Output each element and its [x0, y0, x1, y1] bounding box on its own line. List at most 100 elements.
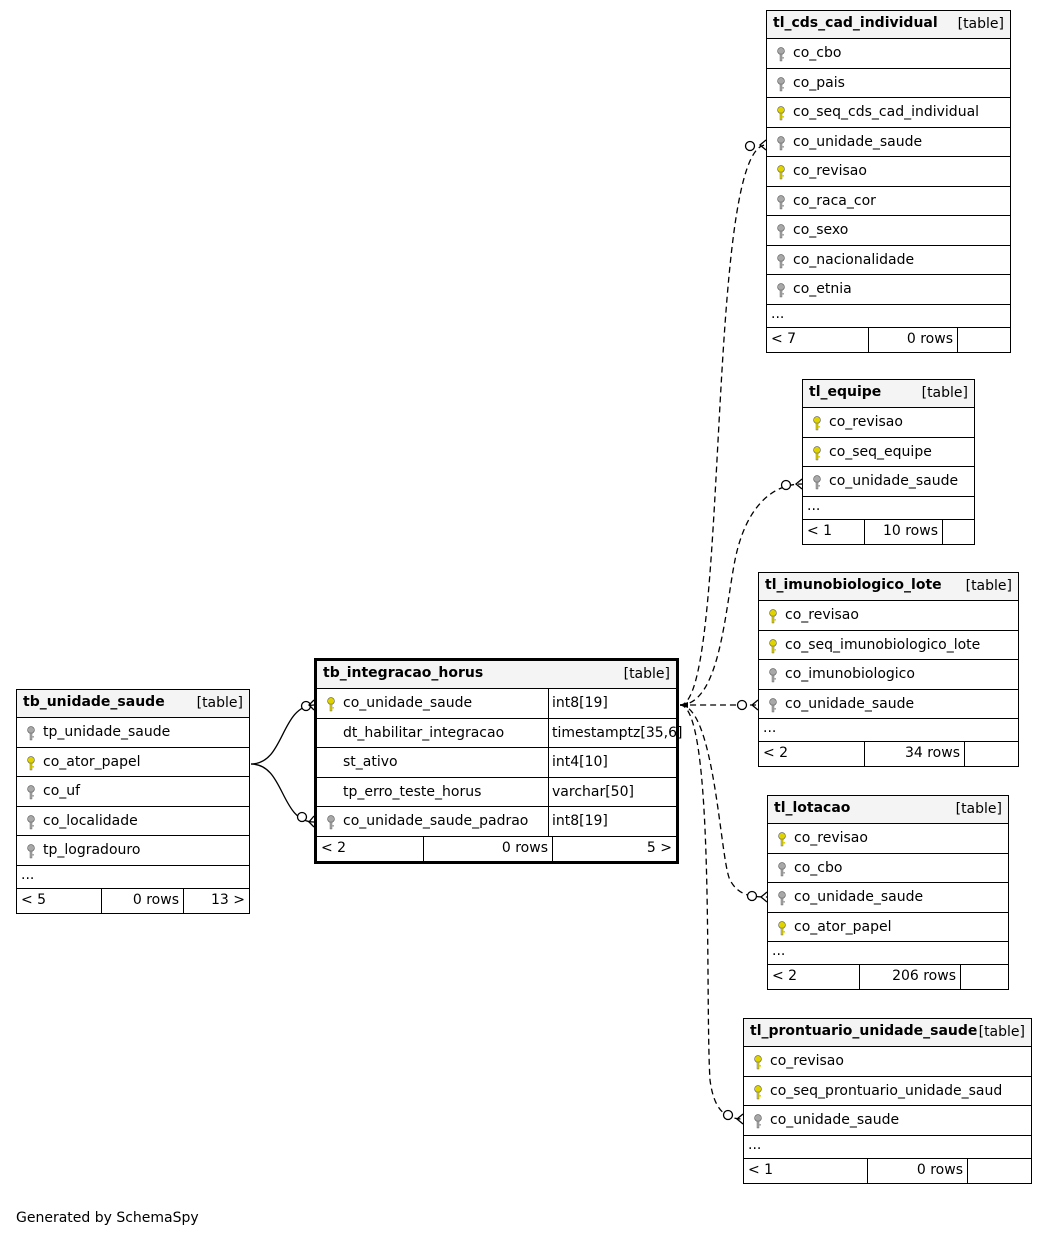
- column-name: dt_habilitar_integracao: [343, 724, 505, 741]
- column-row: co_pais: [767, 69, 1010, 98]
- column-type: timestamptz[35,6]: [552, 724, 683, 741]
- row-count: 10 rows: [882, 522, 938, 539]
- table-tag: [table]: [623, 666, 670, 682]
- ellipsis: ...: [807, 497, 821, 514]
- column-name: co_cbo: [794, 859, 843, 876]
- column-name: co_etnia: [793, 281, 852, 297]
- column-name: co_cbo: [793, 45, 842, 61]
- table-header: tb_unidade_saude [table]: [17, 690, 249, 718]
- table-tl-prontuario-unidade-saude: tl_prontuario_unidade_saude[table] co_rev…: [743, 1018, 1032, 1184]
- edge-integracao-to-equipe: [679, 483, 803, 706]
- arrow-tip: [680, 702, 688, 708]
- column-row: st_ativo int4[10]: [317, 748, 676, 778]
- footer-rows: 206 rows: [859, 965, 960, 989]
- ellipsis: ...: [772, 943, 786, 959]
- primary-key-icon: [754, 1084, 762, 1100]
- edge-integracao-to-cds-cad-individual: [679, 144, 767, 706]
- column-row: co_unidade_saude: [803, 467, 974, 497]
- table-name: tl_cds_cad_individual: [773, 15, 938, 31]
- table-footer: < 5 0 rows 13 >: [17, 888, 249, 913]
- footer-rows: 0 rows: [868, 327, 957, 352]
- column-name: co_sexo: [793, 222, 849, 238]
- edge-integracao-to-lotacao: [679, 704, 768, 898]
- footer-rows: 10 rows: [864, 519, 942, 544]
- primary-key-icon: [813, 445, 821, 461]
- column-name: co_unidade_saude: [770, 1112, 900, 1128]
- column-name: tp_unidade_saude: [43, 724, 171, 740]
- footer-children: 5 >: [552, 836, 676, 861]
- column-type: int4[10]: [552, 754, 608, 770]
- column-name: co_unidade_saude: [794, 889, 924, 905]
- table-header: tl_prontuario_unidade_saude[table]: [744, 1019, 1031, 1047]
- footer-children: [957, 327, 1010, 352]
- row-count: 206 rows: [892, 968, 956, 984]
- table-tb-integracao-horus: tb_integracao_horus [table] co_unidade_sau…: [314, 658, 683, 864]
- table-tag: [table]: [957, 16, 1004, 32]
- column-name: co_revisao: [794, 830, 868, 846]
- foreign-key-icon: [777, 47, 785, 62]
- primary-key-icon: [754, 1055, 762, 1070]
- more-columns: ...: [759, 719, 1018, 742]
- column-row: co_ator_papel: [17, 748, 249, 777]
- table-header: tl_imunobiologico_lote[table]: [759, 573, 1018, 601]
- crowfoot-mark: [759, 891, 768, 903]
- column-name: tp_erro_teste_horus: [343, 783, 482, 800]
- crowfoot-mark: [750, 699, 759, 711]
- column-name: co_unidade_saude: [793, 133, 923, 150]
- column-type: int8[19]: [552, 813, 608, 829]
- ellipsis: ...: [748, 1136, 762, 1153]
- foreign-key-icon: [777, 194, 785, 210]
- column-name: co_nacionalidade: [793, 251, 915, 268]
- column-name: co_seq_cds_cad_individual: [793, 104, 980, 120]
- column-name: co_uf: [43, 783, 81, 799]
- edge-end-circle: [780, 479, 792, 491]
- table-tag: [table]: [965, 578, 1012, 594]
- children-count: 5 >: [646, 839, 672, 856]
- column-row: co_unidade_saude: [744, 1106, 1031, 1136]
- parents-count: < 5: [21, 891, 47, 908]
- column-type-cell: int8[19]: [548, 807, 676, 836]
- foreign-key-icon: [778, 891, 786, 906]
- more-columns: ...: [17, 866, 249, 889]
- crowfoot-mark: [735, 1113, 744, 1125]
- children-count: 13 >: [211, 891, 245, 908]
- column-name: co_unidade_saude: [785, 695, 915, 712]
- column-name: co_revisao: [770, 1053, 844, 1069]
- edge-end-circle: [296, 811, 308, 823]
- edge-end-circle: [722, 1109, 734, 1121]
- column-row: co_revisao: [744, 1047, 1031, 1077]
- foreign-key-icon: [777, 224, 785, 239]
- footer-parents: < 2: [759, 742, 864, 766]
- primary-key-icon: [777, 165, 785, 180]
- column-name: co_ator_papel: [794, 918, 892, 935]
- table-tag: [table]: [196, 695, 243, 711]
- table-name: tb_integracao_horus: [323, 665, 484, 681]
- column-name: st_ativo: [343, 754, 398, 770]
- footer-parents: < 1: [803, 520, 864, 544]
- column-row: co_nacionalidade: [767, 246, 1010, 275]
- more-columns: ...: [744, 1136, 1031, 1159]
- foreign-key-icon: [769, 668, 777, 683]
- column-name: co_pais: [793, 74, 845, 91]
- foreign-key-icon: [777, 135, 785, 151]
- column-row: tp_logradouro: [17, 836, 249, 866]
- column-name: co_localidade: [43, 812, 138, 829]
- column-name: co_revisao: [793, 163, 867, 179]
- column-name: co_unidade_saude: [829, 473, 959, 489]
- table-name: tb_unidade_saude: [23, 694, 165, 710]
- table-name: tl_prontuario_unidade_saude: [750, 1023, 978, 1039]
- edge-end-circle: [746, 890, 758, 902]
- foreign-key-icon: [27, 726, 35, 741]
- column-name: co_unidade_saude: [343, 695, 473, 711]
- footer-rows: 0 rows: [101, 888, 183, 913]
- edge-end-circle: [736, 699, 748, 711]
